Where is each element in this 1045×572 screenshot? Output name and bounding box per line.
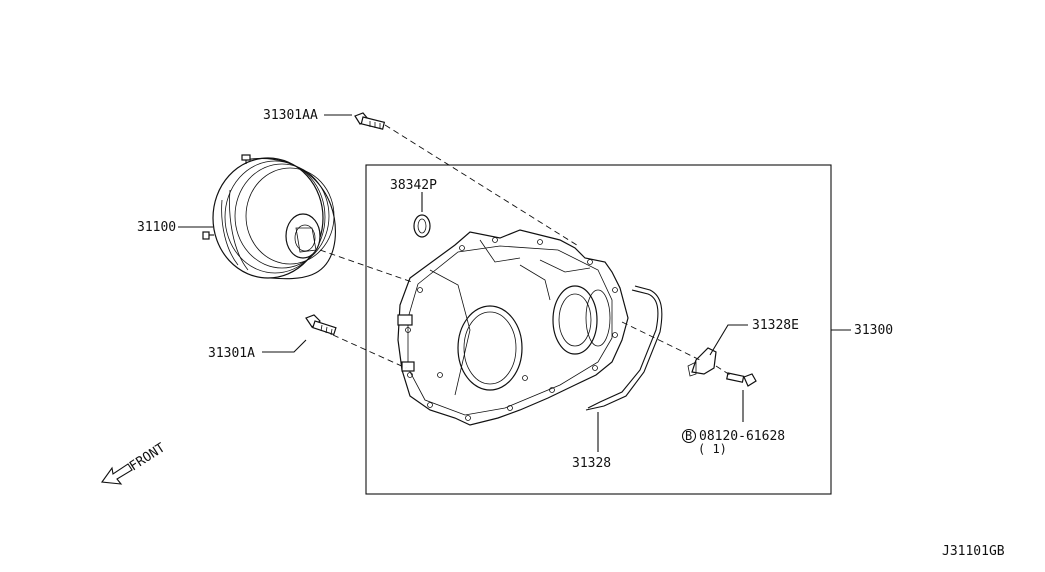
label-pipe: 31328 [572, 456, 611, 471]
leader-lines [178, 114, 851, 452]
bolt-lower-illustration [305, 314, 337, 336]
b-marker-letter: B [685, 429, 692, 443]
label-bolt-b-code: 08120-61628 [699, 429, 785, 444]
seal-illustration [413, 214, 431, 238]
label-housing: 31300 [854, 323, 893, 338]
alignment-lines [319, 124, 731, 376]
label-bolt-upper: 31301AA [263, 108, 318, 123]
housing-illustration [397, 229, 629, 426]
bolt-upper-illustration [354, 112, 386, 130]
front-label: FRONT [127, 440, 168, 474]
diagram-code: J31101GB [942, 544, 1005, 559]
front-arrow-icon [101, 463, 133, 485]
label-bolt-b-qty: ( 1) [698, 442, 727, 456]
torque-converter-illustration [202, 154, 336, 280]
b-marker-circle [681, 428, 697, 444]
bolt-b-illustration [726, 372, 757, 387]
label-converter: 31100 [137, 220, 176, 235]
label-seal: 38342P [390, 178, 437, 193]
pipe-illustration [585, 285, 663, 411]
label-bracket: 31328E [752, 318, 799, 333]
label-bolt-lower: 31301A [208, 346, 255, 361]
